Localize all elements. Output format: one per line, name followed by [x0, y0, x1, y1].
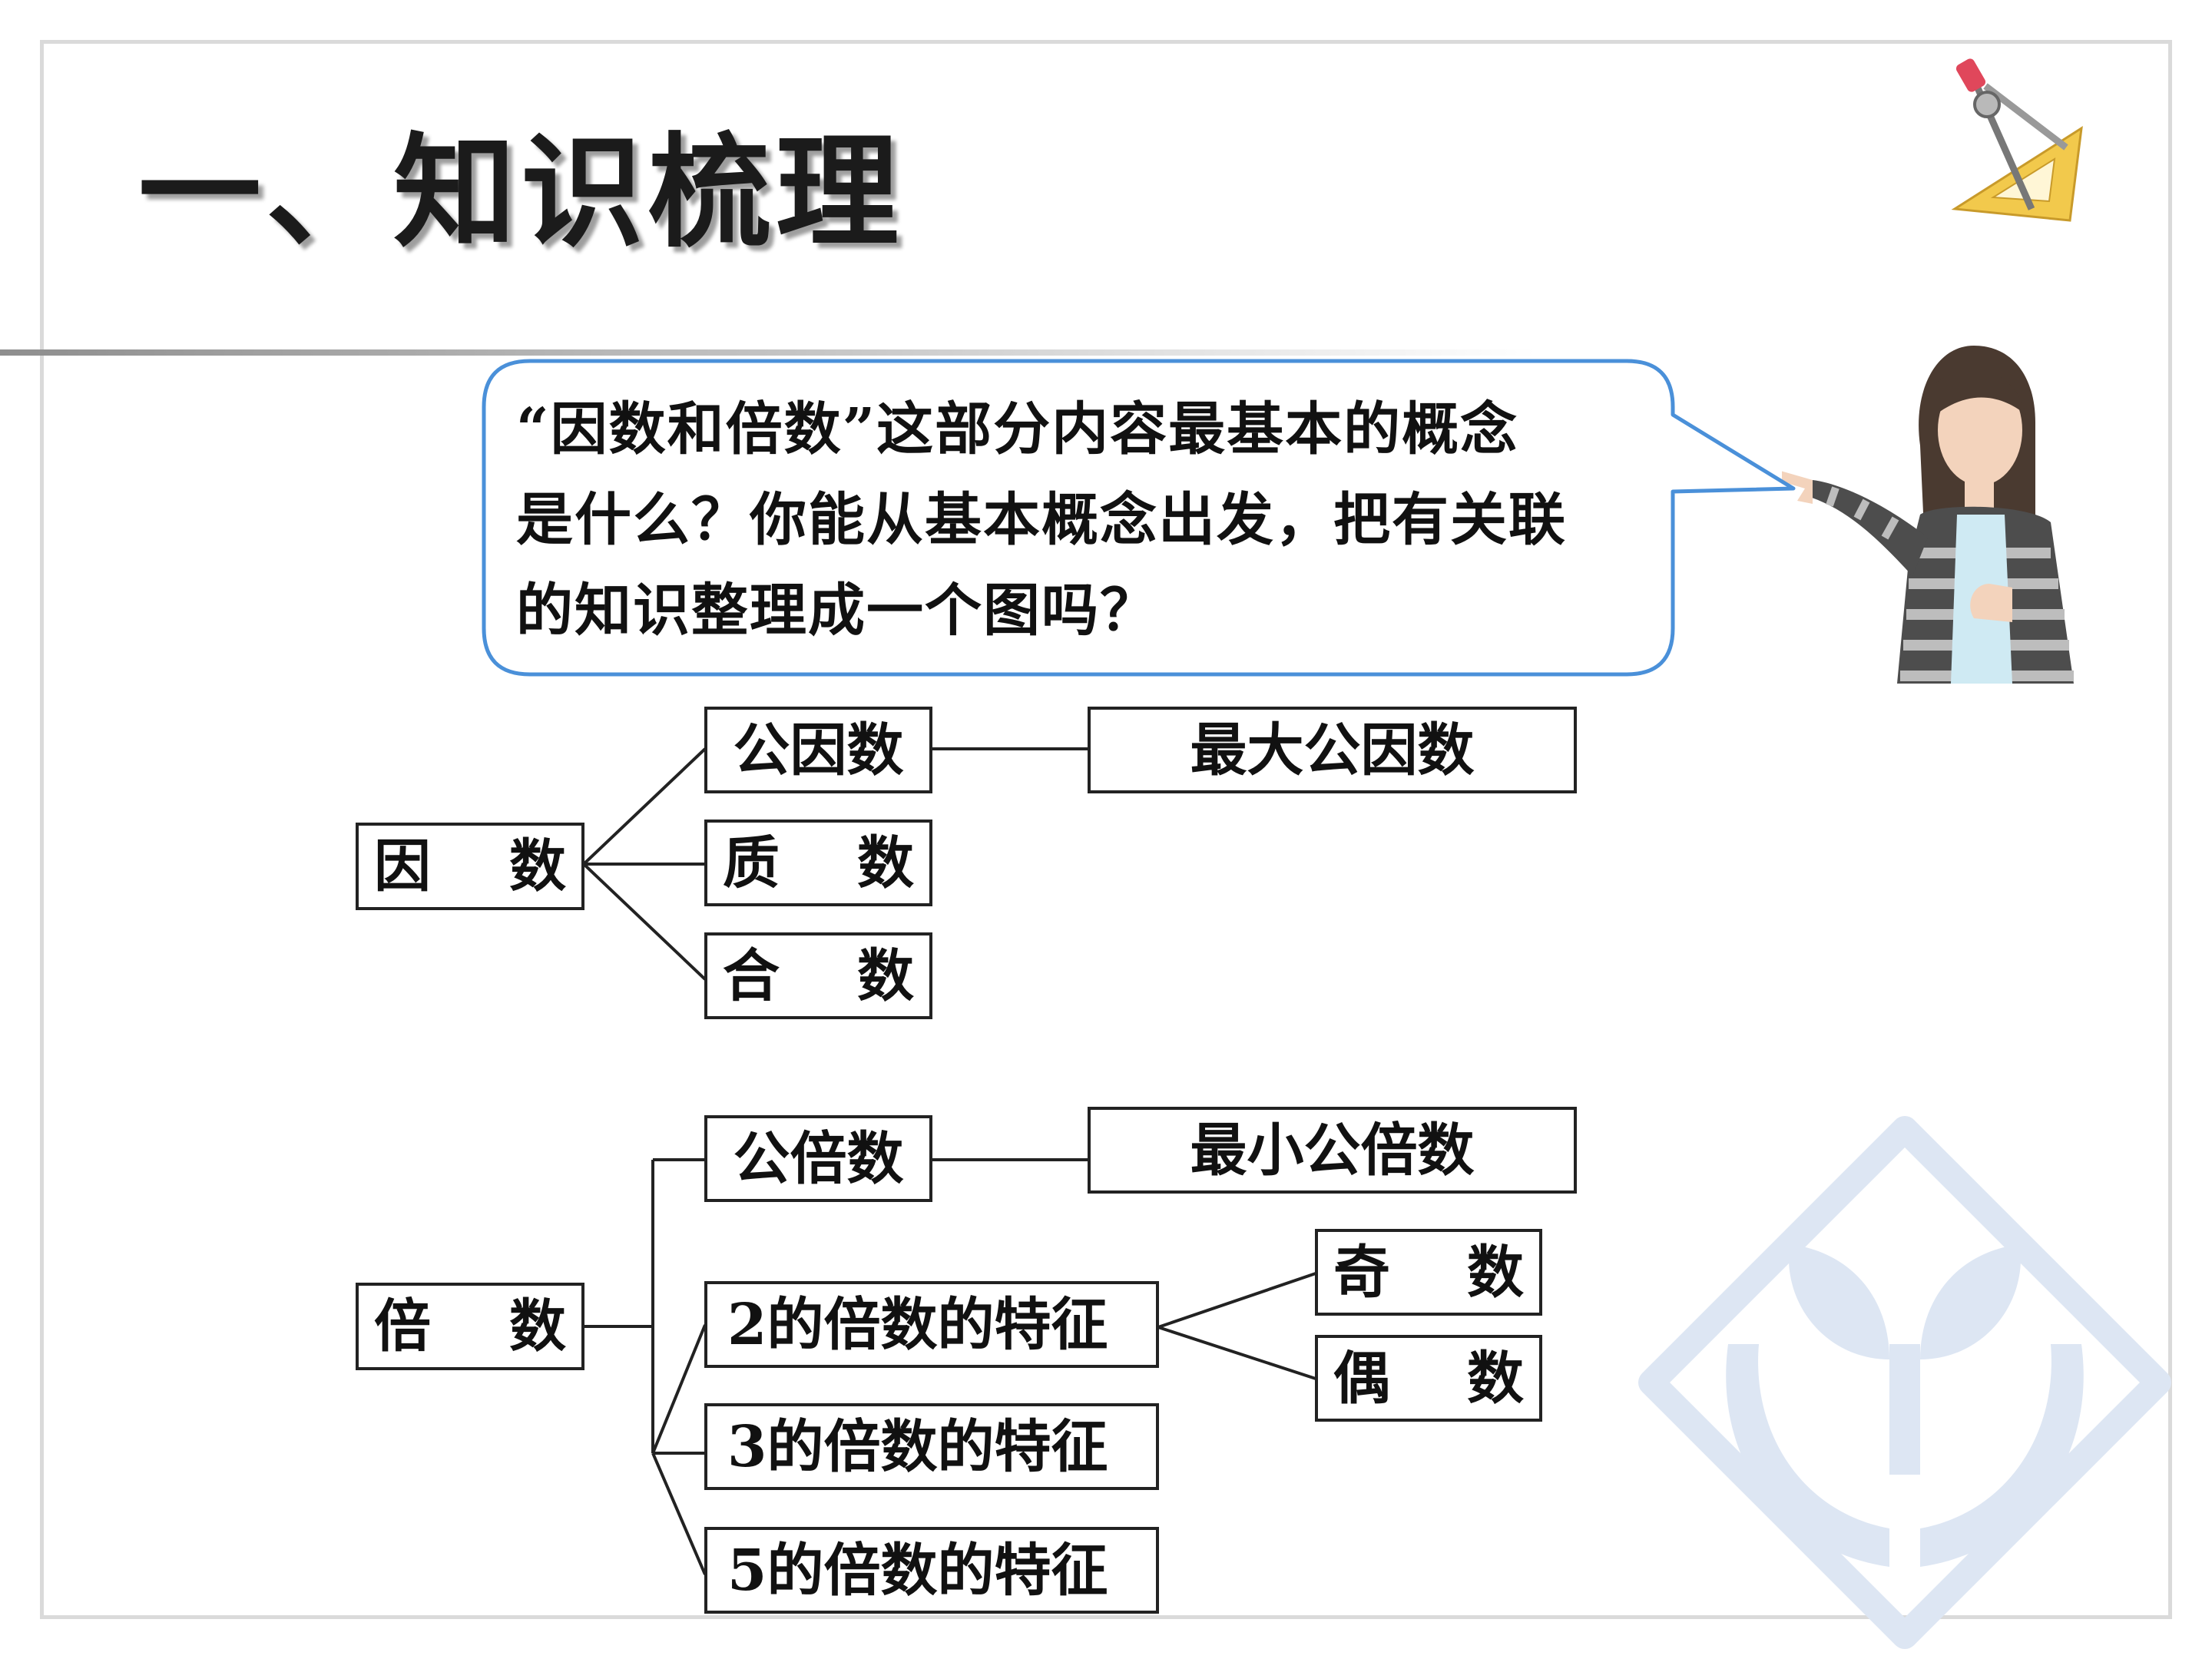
node-composite: 合 数: [704, 932, 932, 1019]
geometry-tools-icon: [1951, 58, 2083, 222]
node-composite-char-1: 合: [723, 942, 780, 1009]
bubble-line-2: 是什么？你能从基本概念出发，把有关联: [516, 487, 1567, 553]
node-odd: 奇 数: [1315, 1229, 1542, 1316]
connector-div2-even: [1157, 1326, 1316, 1380]
node-composite-char-2: 数: [857, 942, 914, 1009]
node-factor-char-1: 因: [374, 833, 431, 899]
node-prime-char-1: 质: [723, 830, 780, 896]
slide-title: 一、知识梳理: [138, 120, 904, 264]
node-div2: 2的倍数的特征: [704, 1281, 1159, 1368]
connector-multiple-div2: [651, 1324, 707, 1454]
node-odd-char-1: 奇: [1333, 1239, 1390, 1306]
node-prime-char-2: 数: [857, 830, 914, 896]
node-common-factor: 公因数: [704, 707, 932, 793]
teacher-illustration: [1782, 346, 2074, 684]
node-even-char-2: 数: [1467, 1345, 1524, 1412]
node-odd-char-2: 数: [1467, 1239, 1524, 1306]
node-common-multiple: 公倍数: [704, 1115, 932, 1202]
bubble-line-3: 的知识整理成一个图吗？: [516, 578, 1158, 644]
slide-frame: [40, 40, 2172, 1619]
bubble-line-1: “因数和倍数”这部分内容最基本的概念: [516, 396, 1519, 462]
connector-div2-odd: [1157, 1272, 1316, 1329]
node-multiple: 倍 数: [356, 1283, 584, 1370]
node-factor: 因 数: [356, 823, 584, 910]
node-multiple-char-1: 倍: [374, 1293, 431, 1359]
title-divider: [0, 349, 1536, 356]
connector-factor-commonfactor: [582, 747, 707, 866]
node-factor-char-2: 数: [509, 833, 566, 899]
node-gcf: 最大公因数: [1088, 707, 1577, 793]
node-div5: 5的倍数的特征: [704, 1527, 1159, 1614]
connector-multiple-div5: [651, 1452, 707, 1575]
watermark-logo: [1638, 1116, 2171, 1649]
bubble-question: “因数和倍数”这部分内容最基本的概念 是什么？你能从基本概念出发，把有关联 的知…: [516, 384, 1647, 656]
node-div3: 3的倍数的特征: [704, 1403, 1159, 1490]
node-lcm: 最小公倍数: [1088, 1107, 1577, 1194]
node-even-char-1: 偶: [1333, 1345, 1390, 1412]
node-multiple-char-2: 数: [509, 1293, 566, 1359]
node-prime: 质 数: [704, 820, 932, 906]
connector-factor-composite: [582, 863, 707, 981]
node-even: 偶 数: [1315, 1335, 1542, 1422]
